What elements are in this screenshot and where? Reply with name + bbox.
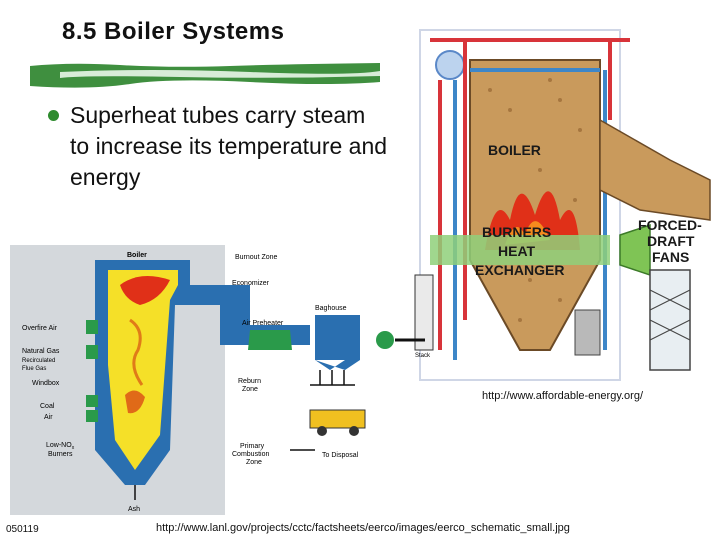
title-underline-bar (30, 63, 380, 88)
label-heat: HEAT (498, 243, 536, 259)
label-to-disposal: To Disposal (322, 452, 359, 459)
photo-source-url: http://www.affordable-energy.org/ (482, 390, 644, 402)
label-natural-gas: Natural Gas (22, 348, 60, 355)
label-burners-schem: Burners (48, 451, 73, 458)
label-fans: FANS (652, 249, 689, 265)
label-boiler-schem: Boiler (127, 252, 147, 259)
label-recirculated: Recirculated (22, 358, 55, 364)
label-overfire-air: Overfire Air (22, 325, 58, 332)
label-reburn: Reburn (238, 378, 261, 385)
label-flue-gas: Flue Gas (22, 366, 46, 372)
label-forced: FORCED- (638, 217, 702, 233)
slide-number: 050119 (6, 524, 39, 535)
label-windbox: Windbox (32, 380, 60, 387)
label-coal: Coal (40, 403, 55, 410)
label-baghouse: Baghouse (315, 305, 347, 312)
label-air: Air (44, 414, 53, 421)
boiler-cutaway-illustration: BOILER BURNERS HEAT EXCHANGER FORCED- DR… (419, 29, 711, 381)
boiler-schematic: Boiler Burnout Zone Economizer Baghouse … (10, 245, 434, 515)
label-exchanger: EXCHANGER (475, 262, 564, 278)
label-combustion: Combustion (232, 451, 269, 458)
label-air-preheater: Air Preheater (242, 320, 284, 327)
label-burnout-zone: Burnout Zone (235, 254, 278, 261)
label-boiler: BOILER (488, 142, 541, 158)
label-ash: Ash (128, 506, 140, 513)
label-draft: DRAFT (647, 233, 695, 249)
schematic-source-url: http://www.lanl.gov/projects/cctc/factsh… (156, 522, 570, 534)
label-reburn-zone: Zone (242, 386, 258, 393)
label-low-nox: Low-NOx (46, 442, 75, 451)
bullet-text: Superheat tubes carry steam to increase … (70, 102, 388, 190)
label-primary-zone: Zone (246, 459, 262, 466)
label-primary: Primary (240, 443, 265, 450)
label-stack: Stack (415, 353, 431, 359)
bullet-dot (48, 110, 59, 121)
label-economizer: Economizer (232, 280, 270, 287)
slide-title: 8.5 Boiler Systems (62, 18, 285, 45)
label-burners: BURNERS (482, 224, 551, 240)
